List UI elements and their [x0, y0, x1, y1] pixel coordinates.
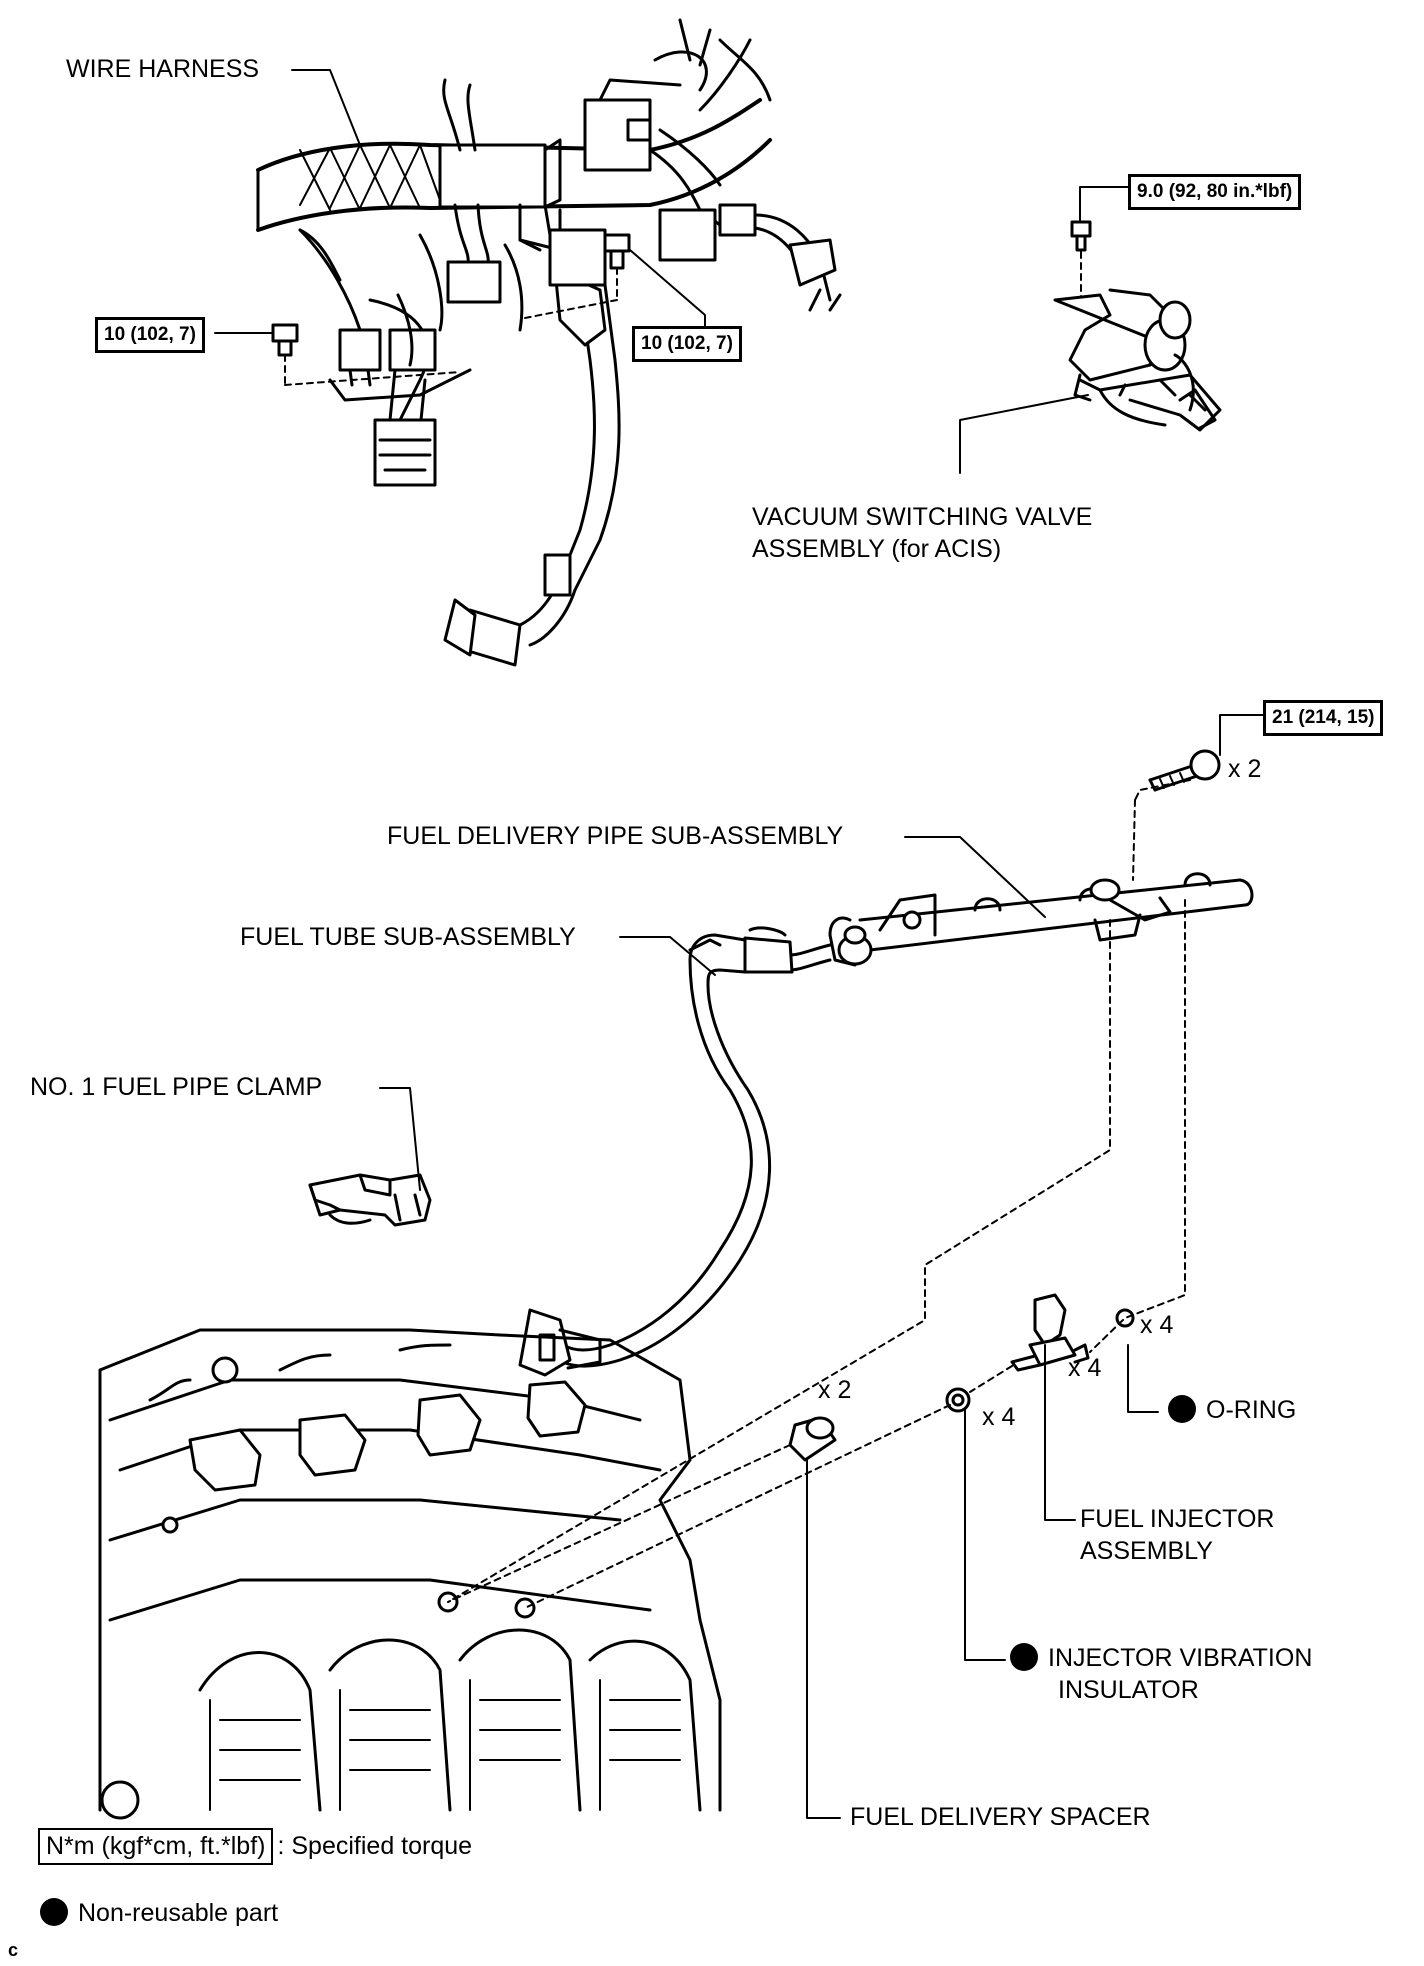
corner-mark: c: [8, 1940, 19, 1960]
fuel-pipe-clamp-label: NO. 1 FUEL PIPE CLAMP: [30, 1073, 323, 1101]
wire-harness-label: WIRE HARNESS: [66, 55, 260, 83]
torque-unit-box: N*m (kgf*cm, ft.*lbf): [38, 1828, 274, 1865]
o-ring-text: O-RING: [1206, 1396, 1297, 1424]
non-reusable-dot: [40, 1898, 68, 1926]
vacuum-switching-valve: [1053, 220, 1222, 432]
non-reusable-dot: [1010, 1643, 1038, 1671]
insulator-qty: x 4: [982, 1403, 1016, 1431]
fuel-delivery-pipe: [828, 749, 1254, 967]
fuel-tube: [518, 926, 832, 1377]
fuel-pipe-clamp: [308, 1173, 432, 1227]
vsv-torque: 9.0 (92, 80 in.*lbf): [1128, 174, 1302, 210]
injector-qty: x 4: [1068, 1354, 1102, 1382]
delivery-pipe-torque: 21 (214, 15): [1263, 700, 1384, 736]
insulator-label-line1: INJECTOR VIBRATION: [1010, 1643, 1312, 1674]
engine-block: [98, 1328, 722, 1820]
pipe-bolt-qty: x 2: [1228, 755, 1262, 783]
torque-legend-text: : Specified torque: [277, 1832, 473, 1860]
fuel-injector: [1010, 1293, 1090, 1372]
wire-harness: [256, 18, 842, 667]
harness-right-torque: 10 (102, 7): [632, 326, 742, 362]
fuel-delivery-spacer: [788, 1416, 837, 1462]
fuel-injector-label-line2: ASSEMBLY: [1080, 1537, 1213, 1565]
o-ring-label: O-RING: [1168, 1395, 1296, 1426]
torque-legend: N*m (kgf*cm, ft.*lbf): Specified torque: [38, 1828, 472, 1865]
assembly-dashed-lines: [447, 899, 1186, 1609]
spacer-qty: x 2: [818, 1376, 852, 1404]
nonreusable-legend-text: Non-reusable part: [78, 1899, 279, 1927]
nonreusable-legend: Non-reusable part: [40, 1898, 278, 1929]
non-reusable-dot: [1168, 1395, 1196, 1423]
harness-left-torque: 10 (102, 7): [95, 317, 205, 353]
fuel-tube-label: FUEL TUBE SUB-ASSEMBLY: [240, 923, 576, 951]
fuel-delivery-pipe-label: FUEL DELIVERY PIPE SUB-ASSEMBLY: [387, 822, 844, 850]
leader-lines: [214, 69, 1264, 1819]
insulator-label-line2: INSULATOR: [1058, 1676, 1199, 1704]
vsv-label-line2: ASSEMBLY (for ACIS): [752, 535, 1002, 563]
o-ring-qty: x 4: [1140, 1311, 1174, 1339]
fuel-injector-label-line1: FUEL INJECTOR: [1080, 1505, 1275, 1533]
vsv-label-line1: VACUUM SWITCHING VALVE: [752, 503, 1093, 531]
injector-vibration-insulator: [945, 1387, 971, 1413]
harness-bolt-right: [524, 233, 631, 319]
fuel-delivery-spacer-label: FUEL DELIVERY SPACER: [850, 1803, 1151, 1831]
insulator-text: INJECTOR VIBRATION: [1048, 1644, 1313, 1672]
